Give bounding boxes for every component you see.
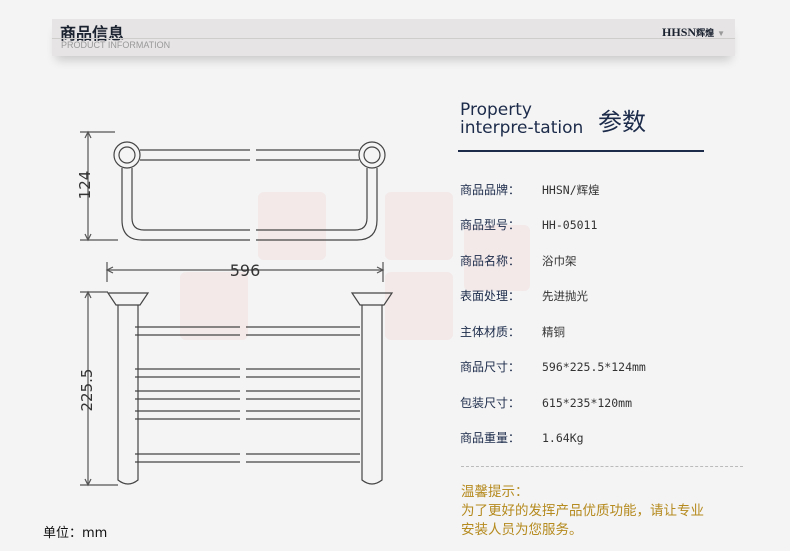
spec-value: 精铜 xyxy=(542,325,565,339)
spec-row: 商品尺寸： 596*225.5*124mm xyxy=(460,358,646,375)
watermark xyxy=(385,192,453,260)
section-header: 商品信息 PRODUCT INFORMATION HHSN辉煌▼ xyxy=(52,19,735,56)
spec-row: 商品重量： 1.64Kg xyxy=(460,429,584,446)
tip-line-2: 安装人员为您服务。 xyxy=(461,522,583,538)
height-dimension: 225.5 xyxy=(78,369,96,412)
spec-value: 596*225.5*124mm xyxy=(542,360,646,374)
logo-text: HHSN xyxy=(662,25,697,39)
watermark xyxy=(464,225,530,291)
spec-key: 表面处理： xyxy=(460,289,521,303)
dashed-divider xyxy=(461,466,743,467)
spec-value: HHSN/辉煌 xyxy=(542,183,600,197)
title-cn: 参数 xyxy=(598,108,646,136)
spec-key: 商品型号： xyxy=(460,218,521,232)
tip-line-1: 为了更好的发挥产品优质功能，请让专业 xyxy=(461,503,704,519)
spec-row: 包装尺寸： 615*235*120mm xyxy=(460,394,632,411)
spec-row: 商品品牌： HHSN/辉煌 xyxy=(460,181,600,198)
spec-key: 主体材质： xyxy=(460,325,521,339)
tip-title: 温馨提示： xyxy=(461,484,529,500)
property-title: Property interpre-tation 参数 xyxy=(460,100,646,138)
spec-value: 先进抛光 xyxy=(542,289,588,303)
spec-value: HH-05011 xyxy=(542,218,598,232)
watermark xyxy=(258,192,326,260)
section-subtitle: PRODUCT INFORMATION xyxy=(61,40,171,50)
watermark xyxy=(180,272,248,340)
depth-dimension: 124 xyxy=(76,171,94,200)
title-underline xyxy=(458,150,704,152)
width-dimension: 596 xyxy=(230,261,261,280)
title-en-1: Property xyxy=(460,100,532,120)
spec-key: 包装尺寸： xyxy=(460,396,521,410)
logo-cn: 辉煌 xyxy=(696,28,715,38)
spec-key: 商品品牌： xyxy=(460,183,521,197)
top-view xyxy=(80,130,386,242)
spec-row: 主体材质： 精铜 xyxy=(460,323,565,340)
brand-logo: HHSN辉煌▼ xyxy=(662,25,725,40)
spec-row: 表面处理： 先进抛光 xyxy=(460,287,588,304)
dropdown-arrow-icon: ▼ xyxy=(717,29,725,38)
spec-key: 商品名称： xyxy=(460,254,521,268)
spec-row: 商品名称： 浴巾架 xyxy=(460,252,577,269)
spec-value: 1.64Kg xyxy=(542,431,584,445)
watermark xyxy=(385,272,453,340)
spec-value: 浴巾架 xyxy=(542,254,577,268)
unit-label: 单位：mm xyxy=(43,526,108,541)
divider xyxy=(52,38,735,39)
title-en-2: interpre-tation xyxy=(460,118,584,138)
spec-row: 商品型号： HH-05011 xyxy=(460,216,597,233)
spec-value: 615*235*120mm xyxy=(542,396,633,410)
front-view xyxy=(80,262,394,487)
spec-key: 商品重量： xyxy=(460,431,521,445)
spec-key: 商品尺寸： xyxy=(460,360,521,374)
